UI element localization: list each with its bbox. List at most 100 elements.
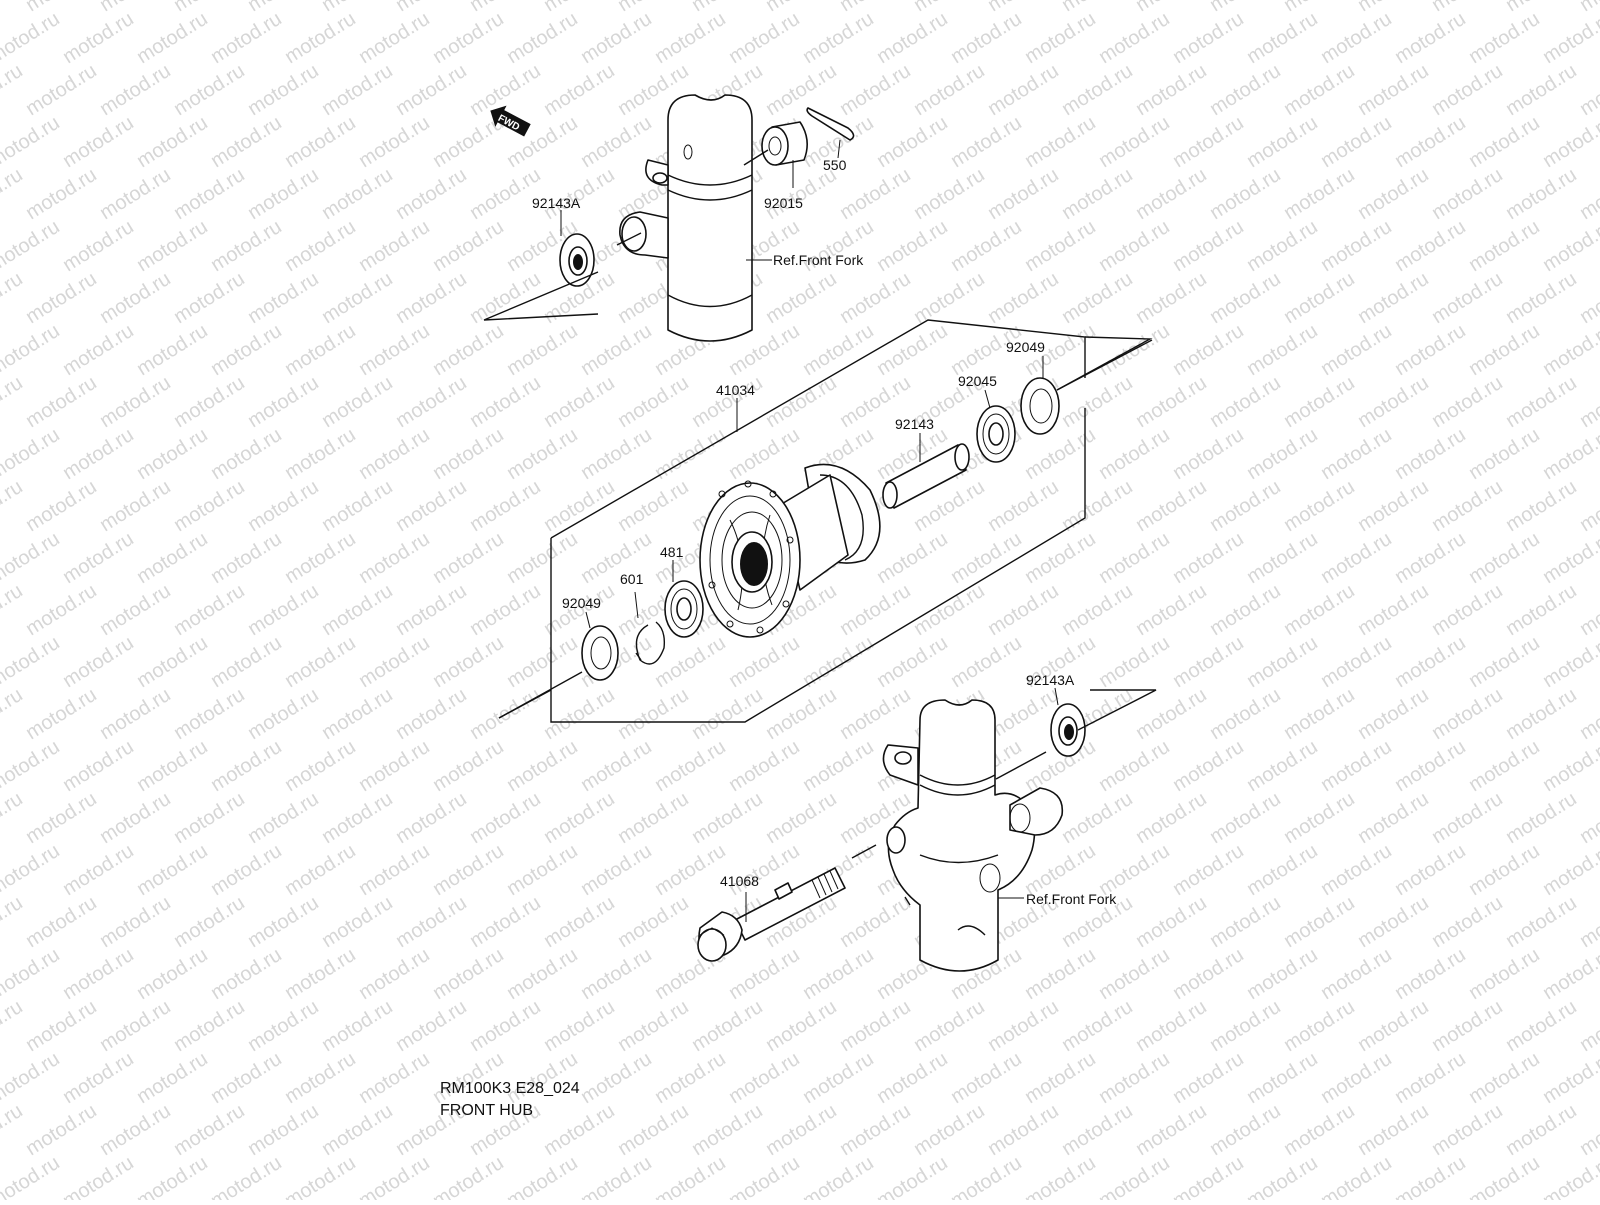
watermark-text: motod.ru: [1317, 736, 1396, 796]
watermark-text: motod.ru: [1465, 1152, 1544, 1200]
watermark-text: motod.ru: [1317, 632, 1396, 692]
watermark-text: motod.ru: [1428, 0, 1507, 16]
watermark-text: motod.ru: [762, 684, 841, 744]
watermark-text: motod.ru: [762, 0, 841, 16]
watermark-text: motod.ru: [1317, 944, 1396, 1004]
watermark-text: motod.ru: [207, 632, 286, 692]
cotter-pin-550: [806, 107, 855, 141]
watermark-text: motod.ru: [1058, 164, 1137, 224]
watermark-text: motod.ru: [1502, 996, 1581, 1056]
watermark-text: motod.ru: [1169, 736, 1248, 796]
watermark-text: motod.ru: [1465, 944, 1544, 1004]
watermark-text: motod.ru: [244, 268, 323, 328]
watermark-text: motod.ru: [0, 1100, 27, 1160]
watermark-text: motod.ru: [281, 424, 360, 484]
watermark-text: motod.ru: [725, 736, 804, 796]
watermark-text: motod.ru: [1502, 684, 1581, 744]
watermark-text: motod.ru: [170, 684, 249, 744]
watermark-text: motod.ru: [466, 164, 545, 224]
watermark-text: motod.ru: [1354, 684, 1433, 744]
watermark-text: motod.ru: [1132, 372, 1211, 432]
watermark-text: motod.ru: [281, 736, 360, 796]
part-labels: 92143A 92015 550 41034 92049 92045 92143…: [532, 157, 1117, 907]
watermark-text: motod.ru: [1354, 788, 1433, 848]
watermark-text: motod.ru: [1391, 8, 1470, 68]
watermark-text: motod.ru: [318, 580, 397, 640]
watermark-text: motod.ru: [1206, 1100, 1285, 1160]
watermark-text: motod.ru: [947, 632, 1026, 692]
label-481: 481: [660, 544, 684, 560]
watermark-text: motod.ru: [466, 476, 545, 536]
watermark-text: motod.ru: [1132, 268, 1211, 328]
watermark-text: motod.ru: [1206, 996, 1285, 1056]
watermark-text: motod.ru: [1354, 268, 1433, 328]
watermark-text: motod.ru: [1169, 528, 1248, 588]
watermark-text: motod.ru: [170, 0, 249, 16]
watermark-text: motod.ru: [947, 112, 1026, 172]
watermark-text: motod.ru: [1280, 788, 1359, 848]
watermark-text: motod.ru: [984, 0, 1063, 16]
watermark-text: motod.ru: [614, 788, 693, 848]
watermark-text: motod.ru: [1169, 840, 1248, 900]
watermark-text: motod.ru: [1243, 632, 1322, 692]
watermark-text: motod.ru: [281, 320, 360, 380]
watermark-text: motod.ru: [614, 684, 693, 744]
watermark-text: motod.ru: [1243, 216, 1322, 276]
watermark-text: motod.ru: [0, 944, 64, 1004]
watermark-text: motod.ru: [1502, 476, 1581, 536]
watermark-text: motod.ru: [1576, 60, 1600, 120]
watermark-text: motod.ru: [59, 736, 138, 796]
watermark-text: motod.ru: [318, 476, 397, 536]
watermark-text: motod.ru: [59, 216, 138, 276]
watermark-text: motod.ru: [1465, 632, 1544, 692]
watermark-text: motod.ru: [0, 268, 27, 328]
watermark-text: motod.ru: [207, 736, 286, 796]
watermark-text: motod.ru: [503, 840, 582, 900]
watermark-text: motod.ru: [1391, 840, 1470, 900]
watermark-text: motod.ru: [244, 1100, 323, 1160]
watermark-text: motod.ru: [1280, 60, 1359, 120]
watermark-text: motod.ru: [503, 528, 582, 588]
watermark-text: motod.ru: [244, 476, 323, 536]
watermark-text: motod.ru: [392, 580, 471, 640]
watermark-text: motod.ru: [1354, 476, 1433, 536]
watermark-text: motod.ru: [1206, 372, 1285, 432]
watermark-text: motod.ru: [281, 840, 360, 900]
watermark-text: motod.ru: [59, 1152, 138, 1200]
watermark-text: motod.ru: [799, 1152, 878, 1200]
watermark-text: motod.ru: [392, 996, 471, 1056]
watermark-text: motod.ru: [96, 476, 175, 536]
watermark-text: motod.ru: [836, 1100, 915, 1160]
watermark-text: motod.ru: [614, 0, 693, 16]
watermark-text: motod.ru: [1058, 1100, 1137, 1160]
watermark-text: motod.ru: [1576, 892, 1600, 952]
watermark-text: motod.ru: [1206, 268, 1285, 328]
ref-front-fork-top: Ref.Front Fork: [773, 252, 864, 268]
watermark-text: motod.ru: [577, 1048, 656, 1108]
watermark-text: motod.ru: [0, 112, 64, 172]
watermark-text: motod.ru: [1465, 528, 1544, 588]
watermark-text: motod.ru: [207, 944, 286, 1004]
watermark-text: motod.ru: [614, 372, 693, 432]
watermark-text: motod.ru: [1243, 736, 1322, 796]
watermark-text: motod.ru: [1317, 1152, 1396, 1200]
watermark-text: motod.ru: [503, 632, 582, 692]
watermark-text: motod.ru: [1576, 1100, 1600, 1160]
watermark-text: motod.ru: [1576, 372, 1600, 432]
watermark-text: motod.ru: [0, 892, 27, 952]
axle-line-top: [483, 149, 769, 321]
watermark-text: motod.ru: [133, 528, 212, 588]
watermark-text: motod.ru: [725, 632, 804, 692]
watermark-text: motod.ru: [873, 632, 952, 692]
watermark-text: motod.ru: [1095, 736, 1174, 796]
watermark-text: motod.ru: [0, 216, 64, 276]
watermark-text: motod.ru: [1280, 268, 1359, 328]
watermark-text: motod.ru: [244, 684, 323, 744]
watermark-text: motod.ru: [96, 268, 175, 328]
bearing-481: [664, 580, 704, 638]
watermark-text: motod.ru: [1354, 996, 1433, 1056]
watermark-text: motod.ru: [1317, 1048, 1396, 1108]
watermark-text: motod.ru: [762, 268, 841, 328]
watermark-text: motod.ru: [1354, 60, 1433, 120]
watermark-text: motod.ru: [836, 892, 915, 952]
